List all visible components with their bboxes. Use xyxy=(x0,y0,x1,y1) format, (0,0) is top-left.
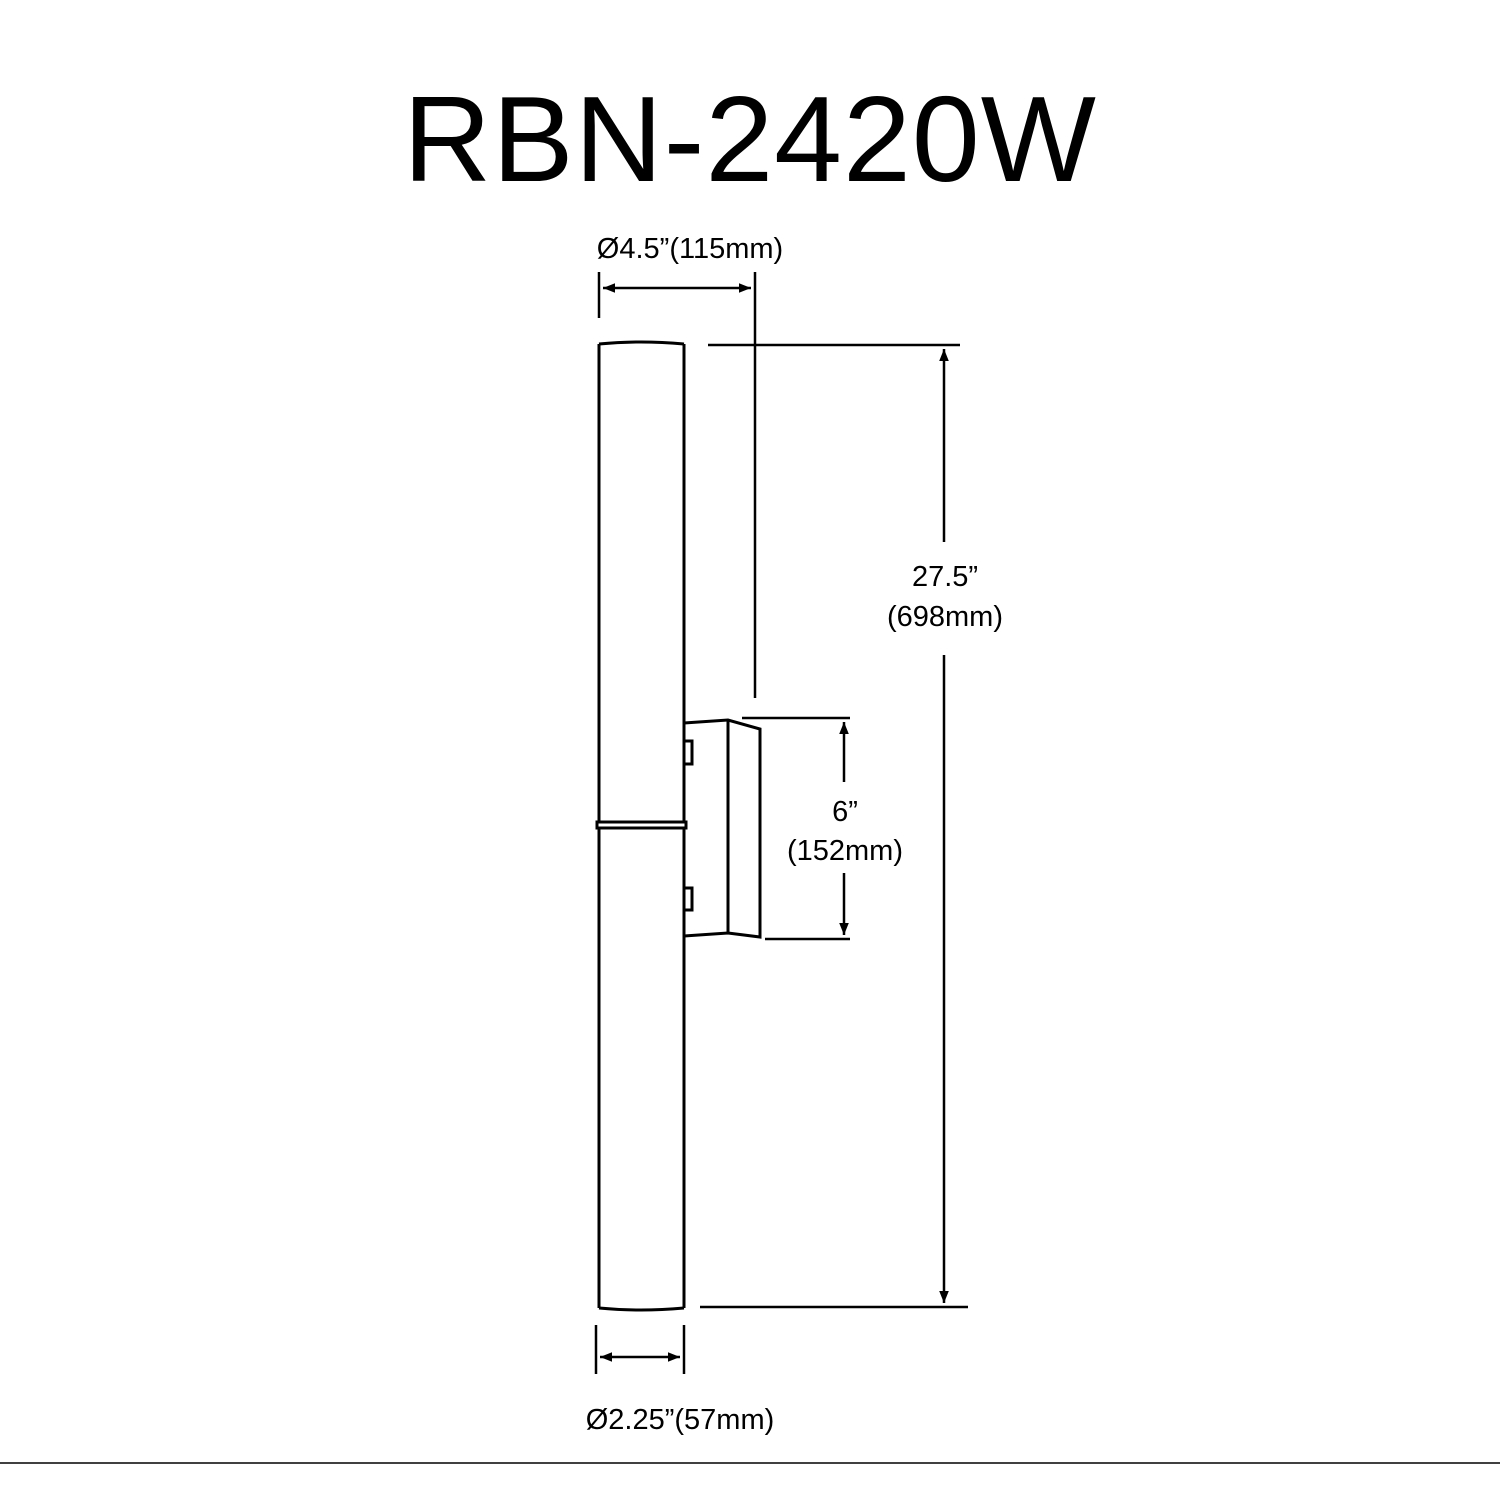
tube-diameter-label: Ø2.25”(57mm) xyxy=(585,1404,775,1436)
height-inches-label: 27.5” xyxy=(911,561,979,593)
backplate-mm-label: (152mm) xyxy=(786,835,903,867)
tube-bottom-cap xyxy=(598,1306,685,1312)
overall-height-dimension xyxy=(700,343,968,1309)
tube-top-cap xyxy=(598,340,685,346)
wall-backplate xyxy=(683,718,762,939)
light-tube xyxy=(595,340,688,1312)
overall-width-label: Ø4.5”(115mm) xyxy=(596,233,784,265)
mount-tab-bottom xyxy=(684,886,694,912)
overall-width-dimension xyxy=(597,272,757,698)
height-mm-label: (698mm) xyxy=(886,601,1003,633)
backplate-height-dimension xyxy=(742,716,850,941)
product-model-title: RBN-2420W xyxy=(403,71,1097,207)
tube-diameter-dimension xyxy=(594,1325,686,1374)
tube-joint-ring xyxy=(595,820,688,830)
backplate-inches-label: 6” xyxy=(832,796,858,828)
mount-tab-top xyxy=(684,739,694,766)
